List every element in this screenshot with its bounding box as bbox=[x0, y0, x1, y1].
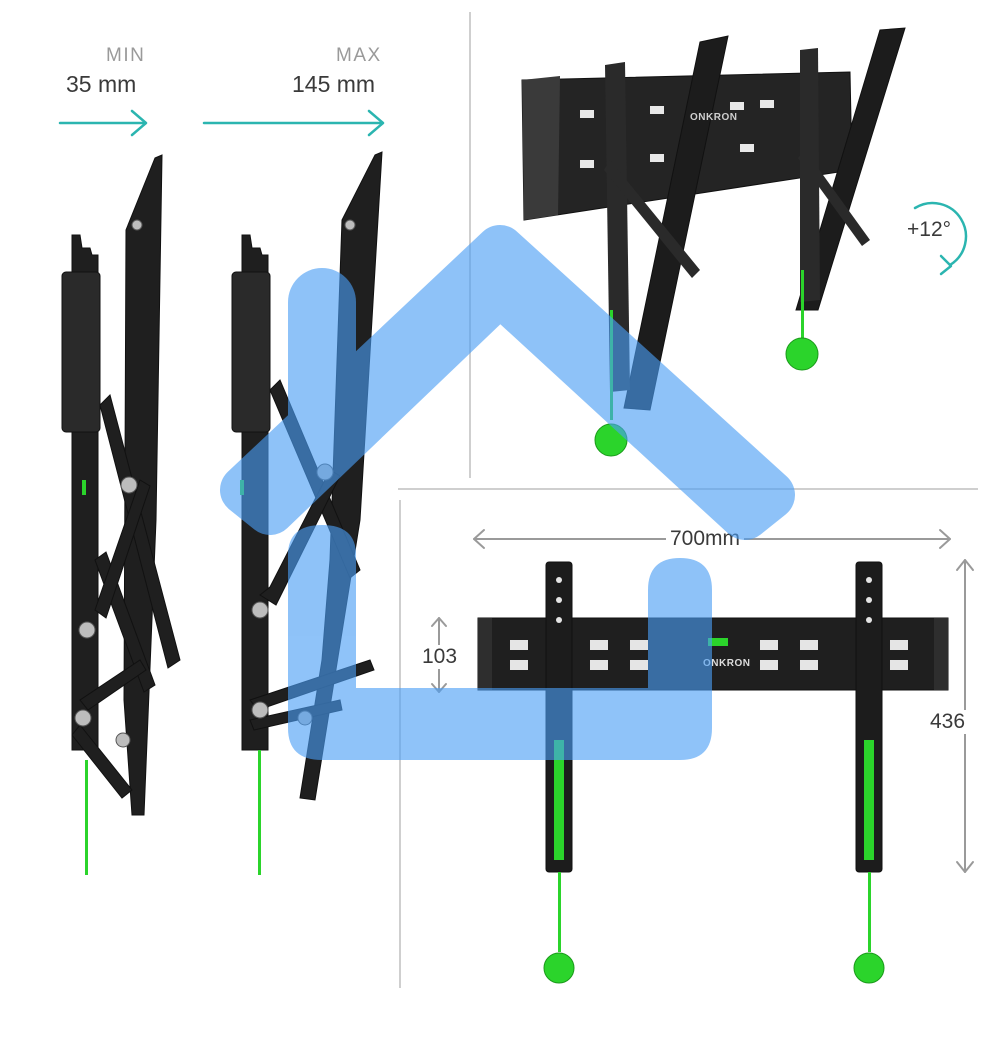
total-height-dimension: 436 bbox=[926, 710, 970, 734]
width-dimension: 700mm bbox=[666, 527, 745, 551]
front-bracket bbox=[477, 561, 949, 984]
max-arrow-head bbox=[367, 109, 385, 137]
side-view-min bbox=[61, 154, 181, 875]
tilt-label: +12° bbox=[905, 218, 954, 242]
max-value: 145 mm bbox=[292, 71, 376, 97]
brand-logo-perspective: ONKRON bbox=[690, 112, 738, 123]
max-label: MAX bbox=[336, 45, 382, 66]
min-label: MIN bbox=[106, 45, 146, 66]
brand-logo-front: ONKRON bbox=[703, 658, 751, 669]
tilt-arc-icon bbox=[913, 201, 968, 276]
rail-height-dimension: 103 bbox=[418, 645, 462, 669]
min-value: 35 mm bbox=[66, 71, 137, 97]
min-arrow-head bbox=[130, 109, 148, 137]
depth-arrows bbox=[58, 109, 385, 137]
product-image: MIN 35 mm MAX 145 mm bbox=[58, 12, 978, 988]
